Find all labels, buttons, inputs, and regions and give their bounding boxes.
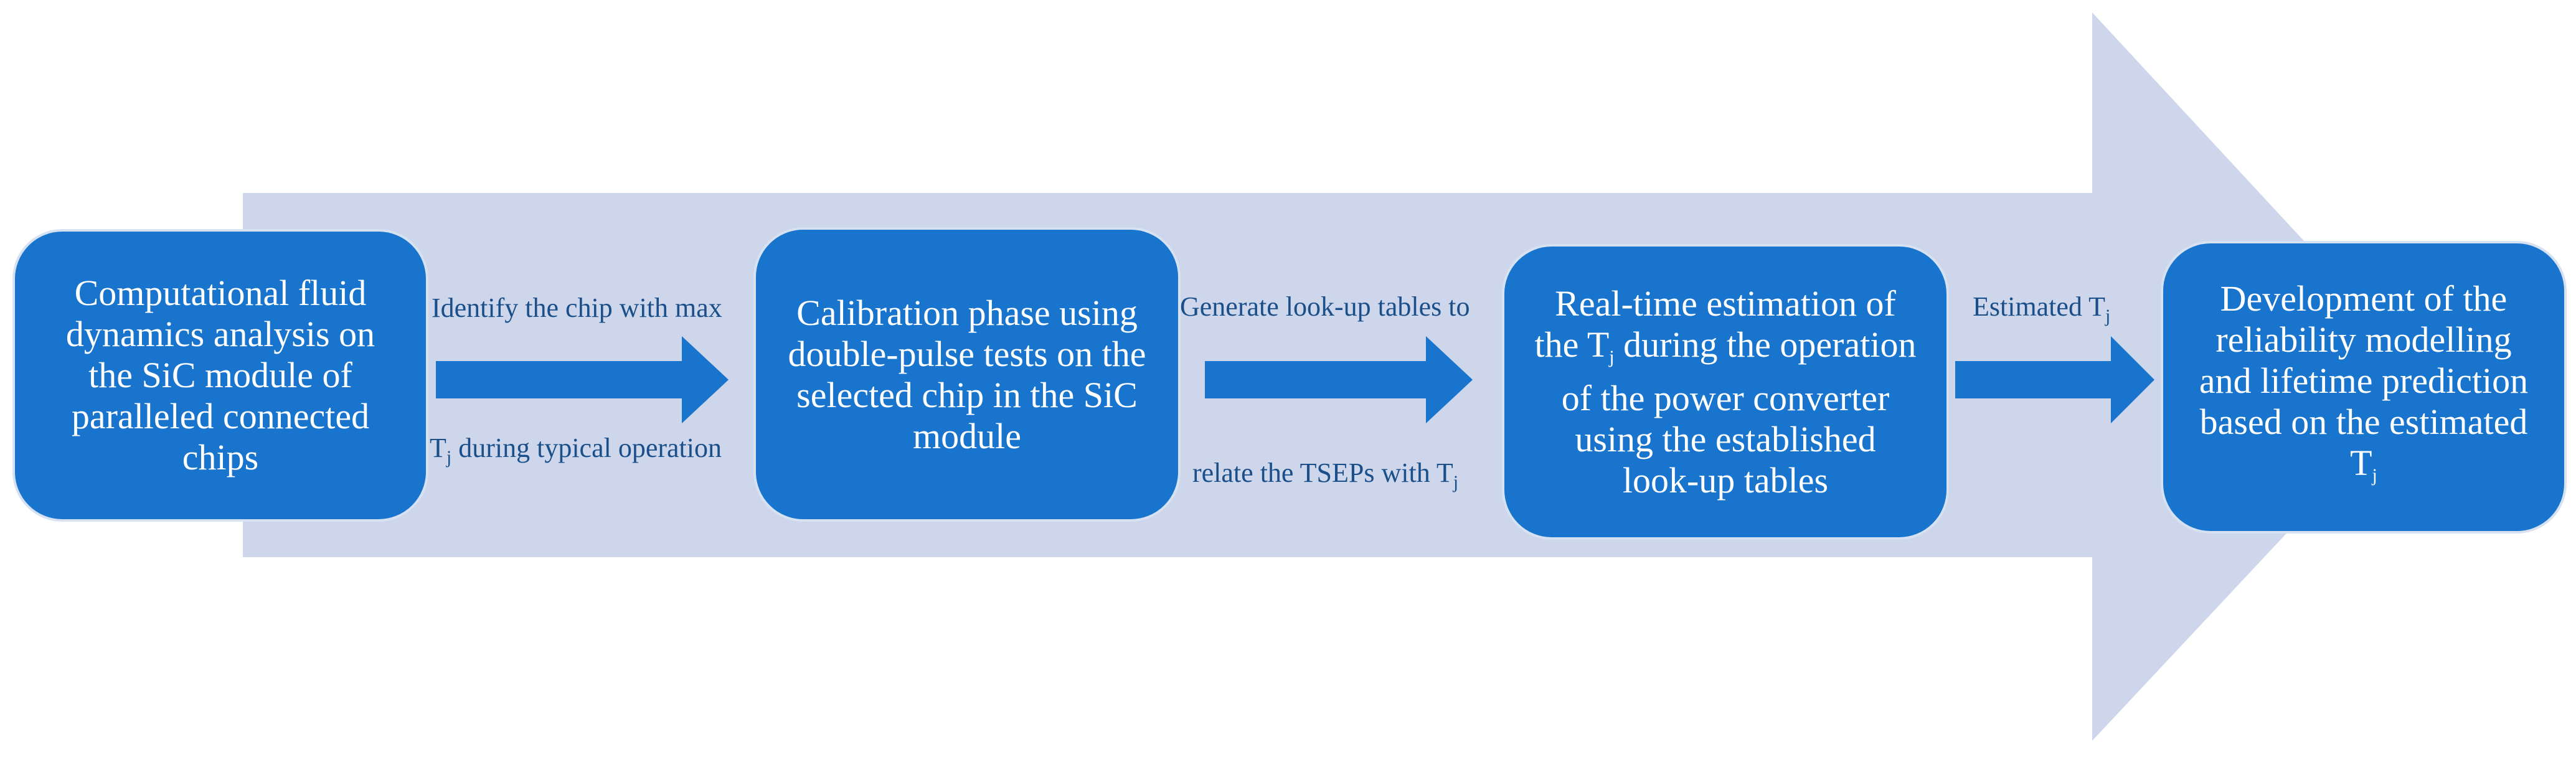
- step-1-line-4: paralleled connected: [71, 396, 370, 436]
- step-1-line-5: chips: [182, 437, 259, 477]
- connector-1-bottom-rest: during typical operation: [451, 433, 722, 463]
- step-box-cfd-analysis: Computational fluid dynamics analysis on…: [12, 229, 428, 522]
- step-2-line-4: module: [913, 415, 1021, 456]
- step-3-line-5: look-up tables: [1622, 459, 1829, 501]
- step-3-line-2: the Tj during the operation: [1535, 324, 1917, 378]
- step-3-tj-main: the T: [1534, 324, 1610, 365]
- connector-1-top-label: Identify the chip with max: [432, 293, 722, 323]
- step-4-line-5: Tj: [2199, 443, 2528, 496]
- step-3-tj-sub: j: [1609, 346, 1615, 367]
- connector-2-bottom-label: relate the TSEPs with Tj: [1192, 458, 1458, 498]
- step-1-line-3: the SiC module of: [88, 355, 352, 395]
- step-2-line-1: Calibration phase using: [796, 292, 1138, 333]
- step-4-line-4: based on the estimated: [2199, 402, 2528, 442]
- step-4-line-2: reliability modelling: [2215, 319, 2512, 360]
- step-2-line-3: selected chip in the SiC: [796, 374, 1138, 415]
- connector-1-tj-sub: j: [446, 447, 452, 468]
- step-4-line-3: and lifetime prediction: [2199, 360, 2529, 401]
- step-3-line-4: using the established: [1575, 418, 1876, 459]
- step-box-reliability-modelling: Development of the reliability modelling…: [2161, 241, 2567, 534]
- connector-1-tj-main: T: [430, 433, 446, 463]
- step-2-line-2: double-pulse tests on the: [788, 333, 1146, 374]
- step-1-line-1: Computational fluid: [74, 273, 367, 313]
- step-4-tj-sub: j: [2372, 465, 2377, 486]
- step-box-calibration-phase: Calibration phase using double-pulse tes…: [753, 227, 1181, 522]
- connector-2-tj-sub: j: [1453, 472, 1459, 492]
- connector-3-arrow: [1955, 336, 2154, 423]
- connector-3-top-main: Estimated T: [1973, 291, 2106, 322]
- connector-2-top-label: Generate look-up tables to: [1180, 291, 1470, 322]
- connector-3-top-label: Estimated Tj: [1973, 291, 2110, 332]
- connector-2-arrow: [1205, 336, 1473, 423]
- step-1-line-2: dynamics analysis on: [65, 314, 375, 354]
- step-3-line-3: of the power converter: [1561, 377, 1890, 418]
- connector-2-bottom-pre: relate the TSEPs with T: [1192, 458, 1453, 488]
- connector-3-tj-sub: j: [2105, 306, 2111, 326]
- step-4-line-1: Development of the: [2220, 278, 2508, 319]
- step-4-tj-main: T: [2350, 443, 2372, 483]
- connector-1-bottom-label: Tj during typical operation: [430, 433, 722, 473]
- step-3-line-2-rest: during the operation: [1614, 324, 1917, 365]
- connector-1-arrow: [436, 336, 729, 423]
- step-3-line-1: Real-time estimation of: [1555, 283, 1896, 324]
- step-box-realtime-estimation: Real-time estimation of the Tj during th…: [1502, 244, 1949, 540]
